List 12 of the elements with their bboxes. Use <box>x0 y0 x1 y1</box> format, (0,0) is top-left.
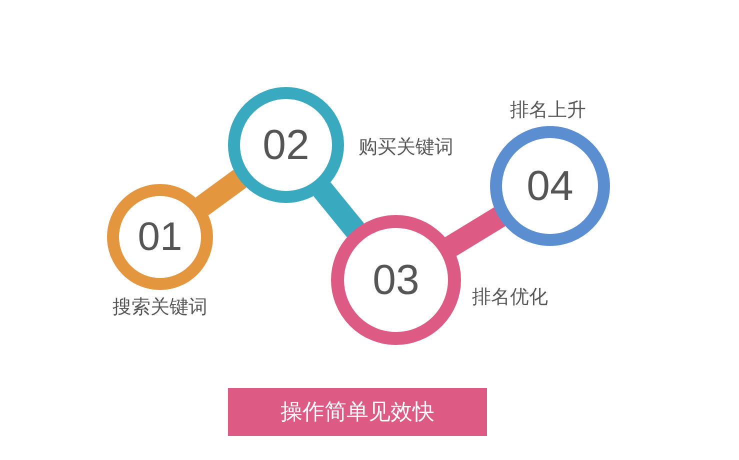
step-ring: 03 <box>331 215 461 345</box>
step-ring: 02 <box>228 87 344 203</box>
step-label: 排名上升 <box>510 98 586 123</box>
step-ring: 04 <box>490 126 610 246</box>
title-banner: 操作简单见效快 <box>228 388 487 436</box>
step-label: 购买关键词 <box>358 135 454 160</box>
connector <box>196 170 246 216</box>
step-label: 搜索关键词 <box>112 295 208 320</box>
connector <box>444 207 506 256</box>
step-ring: 01 <box>107 184 213 290</box>
step-label: 排名优化 <box>472 285 548 310</box>
connector <box>313 182 364 238</box>
